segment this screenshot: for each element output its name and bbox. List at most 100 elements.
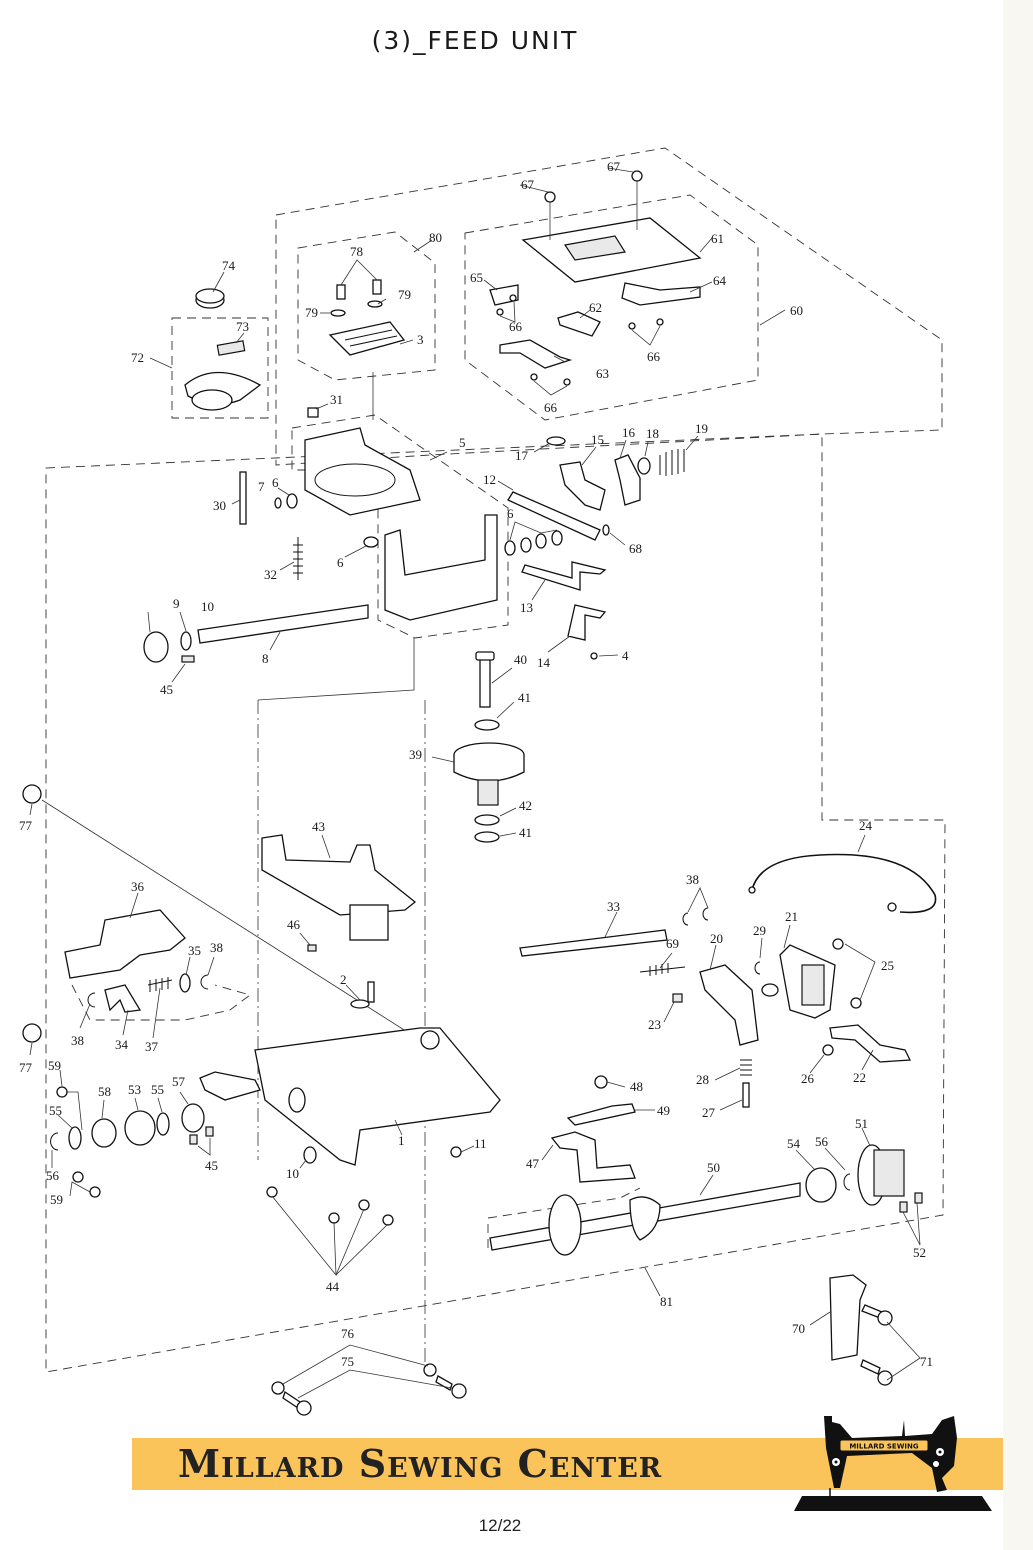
side-strip — [1003, 0, 1033, 1550]
label-53: 53 — [128, 1082, 141, 1097]
label-69: 69 — [666, 936, 679, 951]
label-65: 65 — [470, 270, 483, 285]
part-41-washer — [474, 831, 500, 843]
label-77b: 77 — [19, 1060, 33, 1075]
label-20: 20 — [710, 931, 723, 946]
label-58: 58 — [98, 1084, 111, 1099]
part-17-spring — [546, 436, 566, 446]
label-77a: 77 — [19, 818, 33, 833]
part-43-hook-bracket — [261, 834, 417, 916]
part-56-ring — [843, 1173, 851, 1191]
part-6-washer — [520, 537, 532, 553]
label-61: 61 — [711, 231, 724, 246]
label-73: 73 — [236, 319, 249, 334]
part-16-lever — [614, 454, 641, 506]
part-44-screw — [266, 1186, 278, 1198]
part-62-plate-spring — [557, 311, 601, 337]
part-69-spring — [639, 963, 686, 976]
label-60: 60 — [790, 303, 803, 318]
page-title: (3)_FEED UNIT — [371, 26, 579, 55]
label-67a: 67 — [521, 177, 535, 192]
logo-text: MILLARD SEWING — [849, 1443, 919, 1451]
part-66-screw — [496, 308, 504, 316]
label-9: 9 — [173, 596, 180, 611]
label-6b: 6 — [507, 506, 514, 521]
part-56-ring — [50, 1132, 59, 1151]
part-8-shaft — [197, 604, 369, 644]
label-55b: 55 — [49, 1103, 62, 1118]
part-25-screw — [850, 997, 862, 1009]
part-20-plate — [699, 964, 759, 1046]
label-12: 12 — [483, 472, 496, 487]
part-38-ring — [200, 974, 209, 990]
part-24-wire — [751, 853, 937, 914]
part-10-washer — [303, 1146, 317, 1164]
outline-lower-left — [71, 984, 251, 1021]
part-35-washer — [179, 973, 191, 993]
label-66c: 66 — [544, 400, 558, 415]
part-54-roller — [805, 1167, 837, 1203]
label-76: 76 — [341, 1326, 355, 1341]
label-8: 8 — [262, 651, 269, 666]
part-38-ring — [682, 912, 689, 926]
leader-lines — [29, 167, 921, 1381]
part-79-washer — [330, 309, 346, 317]
part-67-screw — [544, 191, 556, 203]
group-outlines — [45, 147, 946, 1373]
part-44-screw — [382, 1214, 394, 1226]
part-66-screw — [628, 322, 636, 330]
part-2-plate — [367, 981, 375, 1003]
label-17: 17 — [515, 448, 529, 463]
label-27: 27 — [702, 1105, 716, 1120]
label-54: 54 — [787, 1136, 801, 1151]
part-9-collar — [143, 631, 169, 663]
part-feed-bracket — [384, 514, 498, 621]
label-15: 15 — [591, 432, 604, 447]
part-38-ring — [87, 992, 96, 1008]
outline-group-60 — [464, 194, 759, 421]
label-51: 51 — [855, 1116, 868, 1131]
label-45b: 45 — [205, 1158, 218, 1173]
part-11-screw — [450, 1146, 462, 1158]
label-21: 21 — [785, 909, 798, 924]
part-shapes — [22, 170, 937, 1416]
label-72: 72 — [131, 350, 144, 365]
label-62: 62 — [589, 300, 602, 315]
part-59-screw — [72, 1171, 84, 1183]
label-81: 81 — [660, 1294, 673, 1309]
label-49: 49 — [657, 1103, 670, 1118]
part-45-setscrew — [189, 1134, 198, 1145]
label-38a: 38 — [686, 872, 699, 887]
part-57-collar — [181, 1103, 205, 1133]
part-44-screw — [328, 1212, 340, 1224]
part-66-screw — [563, 378, 571, 386]
part-1-frame — [254, 1027, 501, 1166]
part-10-washer — [180, 631, 192, 651]
label-78: 78 — [350, 244, 363, 259]
label-31: 31 — [330, 392, 343, 407]
label-24: 24 — [859, 818, 873, 833]
label-1: 1 — [398, 1133, 405, 1148]
part-59-screw — [89, 1186, 101, 1198]
label-6a: 6 — [272, 475, 279, 490]
part-66-screw — [530, 373, 538, 381]
label-11: 11 — [474, 1136, 487, 1151]
label-59b: 59 — [50, 1192, 63, 1207]
part-78-screw — [372, 279, 382, 295]
label-29: 29 — [753, 923, 766, 938]
part-37-spring — [147, 977, 173, 992]
part-68-nut — [602, 524, 610, 536]
sewing-machine-logo: MILLARD SEWING — [794, 1416, 992, 1511]
label-22: 22 — [853, 1070, 866, 1085]
part-67-screw — [631, 170, 643, 182]
part-64-plate-lever — [621, 282, 701, 306]
label-67b: 67 — [607, 159, 621, 174]
part-58-plate — [91, 1118, 117, 1148]
part-6-washer — [363, 536, 379, 548]
label-10a: 10 — [201, 599, 214, 614]
part-19-spring — [659, 449, 685, 476]
label-43: 43 — [312, 819, 325, 834]
label-56a: 56 — [46, 1168, 60, 1183]
label-57: 57 — [172, 1074, 186, 1089]
part-6-washer — [535, 533, 547, 549]
